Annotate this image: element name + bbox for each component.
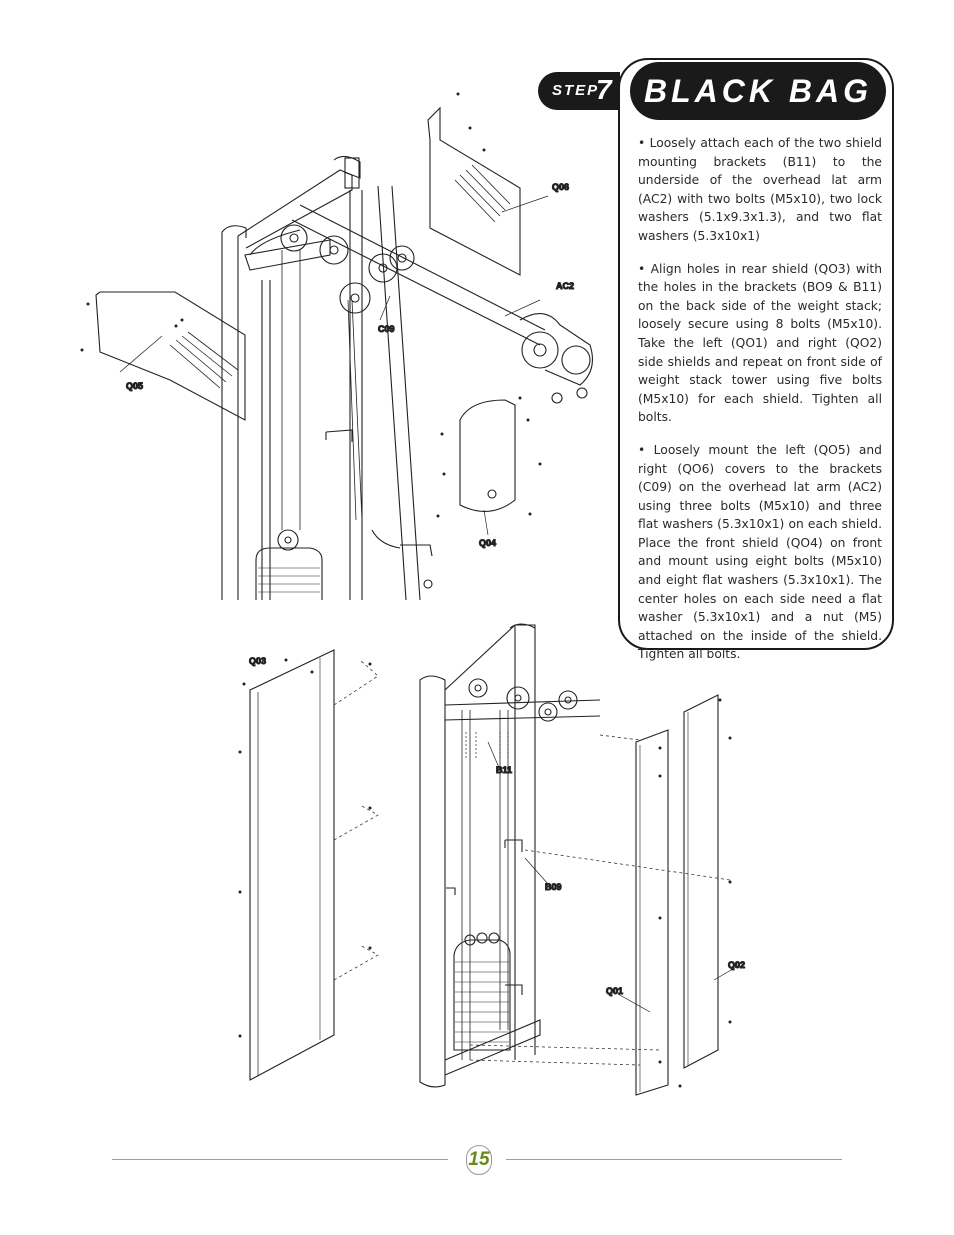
upper-assembly-drawing: Q06 AC2 C09 Q05 Q04 xyxy=(80,92,593,601)
label-ac2: AC2 xyxy=(556,281,574,291)
label-q03: Q03 xyxy=(249,656,266,666)
label-q01: Q01 xyxy=(606,986,623,996)
lower-assembly-drawing: Q03 B11 B09 Q01 Q02 xyxy=(238,623,746,1096)
instruction-paragraph-2: • Align holes in rear shield (QO3) with … xyxy=(638,261,882,425)
instructions-text: • Loosely attach each of the two shield … xyxy=(638,134,882,678)
section-title: BLACK BAG xyxy=(630,62,886,120)
label-b09: B09 xyxy=(545,882,562,892)
instruction-paragraph-3: • Loosely mount the left (QO5) and right… xyxy=(638,442,882,662)
label-q02: Q02 xyxy=(728,960,745,970)
label-q04: Q04 xyxy=(479,538,496,548)
label-q06: Q06 xyxy=(552,182,569,192)
instruction-paragraph-1: • Loosely attach each of the two shield … xyxy=(638,136,882,243)
label-b11: B11 xyxy=(496,765,512,775)
page-number: 15 xyxy=(466,1145,492,1175)
step-badge: STEP 7 xyxy=(538,72,620,110)
footer-rule-left xyxy=(112,1159,448,1160)
label-q05: Q05 xyxy=(126,381,143,391)
footer-rule-right xyxy=(506,1159,842,1160)
step-number: 7 xyxy=(596,74,612,105)
step-word: STEP xyxy=(552,82,600,99)
label-c09: C09 xyxy=(378,324,395,334)
instructions-panel xyxy=(618,58,894,650)
